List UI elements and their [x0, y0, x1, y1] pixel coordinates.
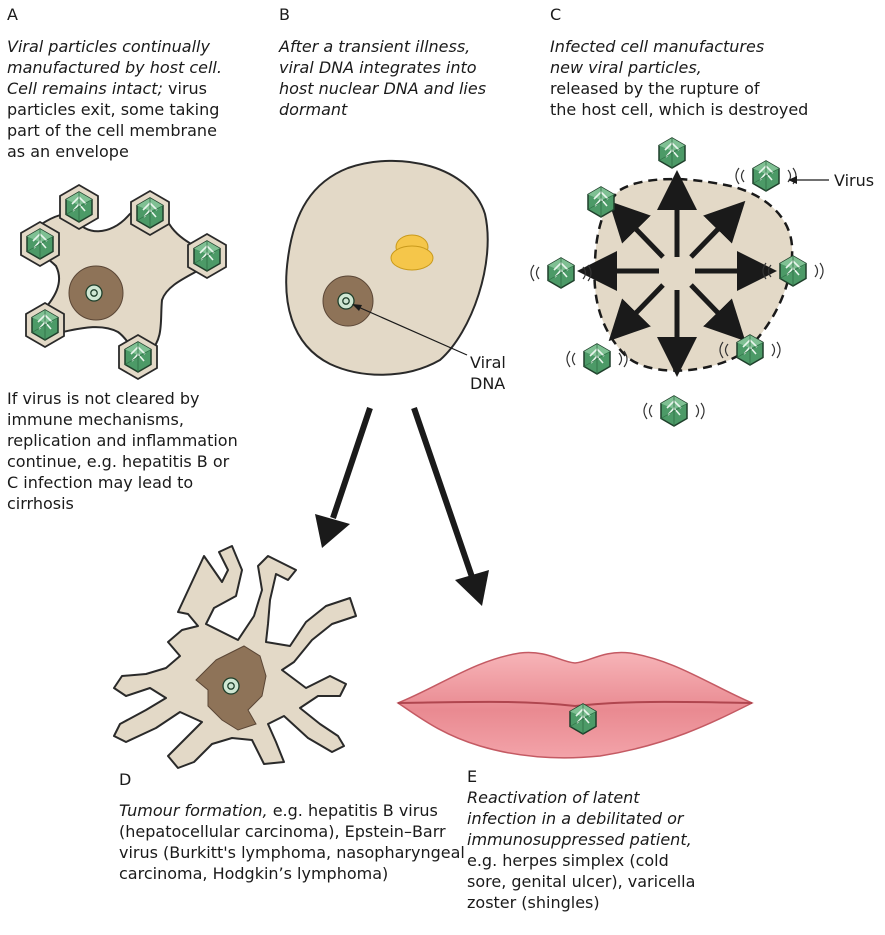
panel-a-note: If virus is not cleared by immune mechan…	[7, 388, 238, 514]
virus-label: Virus	[834, 170, 874, 191]
note-text: replication and inflammation	[7, 430, 238, 451]
virus-particle-icon	[737, 335, 763, 365]
caption-text: zoster (shingles)	[467, 892, 695, 913]
panel-e-letter: E	[467, 767, 477, 787]
caption-text: new viral particles,	[550, 57, 808, 78]
panel-c-cell	[531, 138, 829, 426]
caption-text: Tumour formation,	[119, 801, 268, 820]
lips-illustration	[398, 653, 752, 758]
caption-text: carcinoma, Hodgkin’s lymphoma)	[119, 864, 388, 883]
note-text: immune mechanisms,	[7, 409, 238, 430]
panel-c-letter: C	[550, 5, 561, 25]
virus-particle-icon	[584, 344, 610, 374]
virus-particle-icon	[588, 187, 614, 217]
caption-text: manufactured by host cell.	[7, 58, 222, 77]
caption-text: virus (Burkitt's lymphoma, nasopharyngea…	[119, 843, 465, 862]
note-text: continue, e.g. hepatitis B or	[7, 451, 238, 472]
panel-a-caption: Viral particles continually manufactured…	[7, 36, 222, 162]
caption-text: e.g. herpes simplex (cold	[467, 850, 695, 871]
virus-particle-icon	[780, 256, 806, 286]
panel-b-letter: B	[279, 5, 290, 25]
caption-text: e.g. hepatitis B virus	[268, 801, 438, 820]
caption-text: (hepatocellular carcinoma), Epstein–Barr	[119, 822, 446, 841]
panel-c-caption: Infected cell manufactures new viral par…	[550, 36, 808, 120]
panel-d-tumour-cell	[114, 546, 356, 768]
caption-text: viral DNA integrates into	[279, 57, 486, 78]
caption-text: infection in a debilitated or	[467, 808, 695, 829]
note-text: cirrhosis	[7, 493, 238, 514]
caption-text: released by the rupture of	[550, 78, 808, 99]
panel-a-cell	[21, 185, 226, 379]
label-text: Viral	[470, 352, 506, 373]
caption-text: Viral particles continually	[7, 37, 210, 56]
panel-b-caption: After a transient illness, viral DNA int…	[279, 36, 486, 120]
virus-particle-icon	[570, 704, 596, 734]
viral-dna-label: Viral DNA	[470, 352, 506, 394]
virus-particle-icon	[753, 161, 779, 191]
caption-text: the host cell, which is destroyed	[550, 99, 808, 120]
virus-particle-icon	[661, 396, 687, 426]
panel-a-letter: A	[7, 5, 18, 25]
panel-b-cell	[286, 161, 487, 375]
virus-particle-icon	[548, 258, 574, 288]
caption-text: host nuclear DNA and lies	[279, 78, 486, 99]
note-text: If virus is not cleared by	[7, 388, 238, 409]
note-text: C infection may lead to	[7, 472, 238, 493]
caption-text: Infected cell manufactures	[550, 36, 808, 57]
virus-particle-icon	[659, 138, 685, 168]
flow-arrows	[315, 408, 489, 606]
caption-text: particles exit, some taking	[7, 100, 219, 119]
caption-text: Reactivation of latent	[467, 787, 695, 808]
caption-text: immunosuppressed patient,	[467, 829, 695, 850]
caption-text: as an envelope	[7, 142, 129, 161]
panel-d-caption: Tumour formation, e.g. hepatitis B virus…	[119, 800, 465, 884]
caption-text: sore, genital ulcer), varicella	[467, 871, 695, 892]
label-text: DNA	[470, 373, 506, 394]
caption-text: Cell remains intact;	[7, 79, 163, 98]
caption-text: dormant	[279, 99, 486, 120]
panel-e-caption: Reactivation of latent infection in a de…	[467, 787, 695, 913]
caption-text: virus	[163, 79, 207, 98]
panel-d-letter: D	[119, 770, 131, 790]
caption-text: part of the cell membrane	[7, 121, 217, 140]
caption-text: After a transient illness,	[279, 36, 486, 57]
